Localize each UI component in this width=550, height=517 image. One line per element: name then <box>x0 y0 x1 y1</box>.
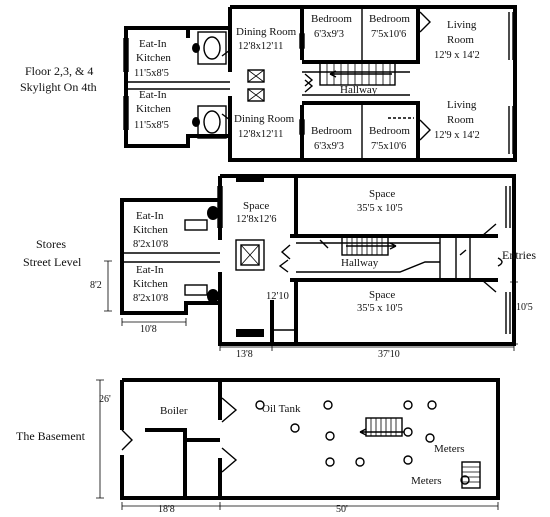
floor-top-bedroom-a-dim: 6'3x9'3 <box>314 29 344 40</box>
floor-top-living-name1: Living <box>447 19 477 31</box>
stores-top-space-small-dim: 12'8x12'6 <box>236 214 277 225</box>
stores-bottom-space-large-name: Space <box>369 289 395 301</box>
basement-plan <box>96 378 500 510</box>
floor-top-kitchen-name2: Kitchen <box>136 52 171 64</box>
stores-bottom-kitchen-dim: 8'2x10'8 <box>133 293 168 304</box>
floor-top-living-name2: Room <box>447 34 474 46</box>
stores-entries: Entries <box>502 248 536 262</box>
floor-top-kitchen-name1: Eat-In <box>139 38 167 50</box>
stores-dim-bottom-right: 37'10 <box>378 349 400 360</box>
basement-meters-2: Meters <box>411 475 442 487</box>
section-label-floors-1: Floor 2,3, & 4 <box>25 64 93 78</box>
floor-bottom-kitchen-dim: 11'5x8'5 <box>134 120 169 131</box>
floor-bottom-bedroom-b-dim: 7'5x10'6 <box>371 141 406 152</box>
floor-top-kitchen-dim: 11'5x8'5 <box>134 68 169 79</box>
stores-dim-bottom-left: 13'8 <box>236 349 253 360</box>
floor-top-bedroom-b-dim: 7'5x10'6 <box>371 29 406 40</box>
floor-bottom-kitchen-name2: Kitchen <box>136 103 171 115</box>
stores-hallway: Hallway <box>341 257 379 269</box>
stores-bottom-kitchen-name2: Kitchen <box>133 278 168 290</box>
floor-bottom-living-name2: Room <box>447 114 474 126</box>
floor-bottom-dining-name: Dining Room <box>234 113 295 125</box>
stores-dim-right: 10'5 <box>516 302 533 313</box>
stores-dim-left: 8'2 <box>90 280 102 291</box>
section-label-floors-2: Skylight On 4th <box>20 80 97 94</box>
stores-plan <box>104 174 518 351</box>
stores-bottom-kitchen-name1: Eat-In <box>136 264 164 276</box>
floor-bottom-bedroom-b-name: Bedroom <box>369 125 410 137</box>
stores-top-space-large-name: Space <box>369 188 395 200</box>
floor-bottom-bedroom-a-name: Bedroom <box>311 125 352 137</box>
stores-bottom-space-small-dim: 12'10 <box>266 291 289 302</box>
floor-bottom-living-name1: Living <box>447 99 477 111</box>
floor-top-bedroom-a-name: Bedroom <box>311 13 352 25</box>
floor-bottom-dining-dim: 12'8x12'11 <box>238 129 283 140</box>
stores-dim-kitchen-width: 10'8 <box>140 324 157 335</box>
stores-top-space-large-dim: 35'5 x 10'5 <box>357 203 403 214</box>
stores-top-space-small-name: Space <box>243 200 269 212</box>
basement-boiler: Boiler <box>160 405 188 417</box>
basement-oil-tank: Oil Tank <box>262 403 301 415</box>
section-label-stores-1: Stores <box>36 237 66 251</box>
stores-top-kitchen-name1: Eat-In <box>136 210 164 222</box>
floor-top-living-dim: 12'9 x 14'2 <box>434 50 480 61</box>
basement-dim-left-width: 18'8 <box>158 504 175 515</box>
stores-top-kitchen-name2: Kitchen <box>133 224 168 236</box>
stores-top-kitchen-dim: 8'2x10'8 <box>133 239 168 250</box>
floor-top-dining-name: Dining Room <box>236 26 297 38</box>
stores-bottom-space-large-dim: 35'5 x 10'5 <box>357 303 403 314</box>
floor-bottom-living-dim: 12'9 x 14'2 <box>434 130 480 141</box>
basement-meters-1: Meters <box>434 443 465 455</box>
basement-dim-height: 26' <box>99 394 111 405</box>
floor-hallway: Hallway <box>340 84 378 96</box>
section-label-stores-2: Street Level <box>23 255 82 269</box>
section-label-basement: The Basement <box>16 429 86 443</box>
floor-top-dining-dim: 12'8x12'11 <box>238 41 283 52</box>
floor-bottom-kitchen-name1: Eat-In <box>139 89 167 101</box>
floor-bottom-bedroom-a-dim: 6'3x9'3 <box>314 141 344 152</box>
basement-dim-right-width: 50' <box>336 504 348 515</box>
floor-top-bedroom-b-name: Bedroom <box>369 13 410 25</box>
upper-floors-plan <box>123 5 517 162</box>
